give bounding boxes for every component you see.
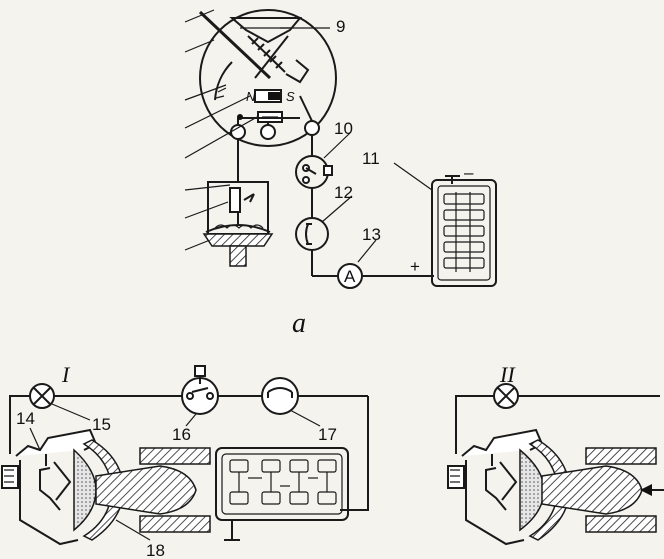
ammeter: A + 13	[337, 225, 434, 289]
label-15: 15	[92, 415, 111, 434]
subfigure-label-a: a	[292, 308, 306, 339]
label-18: 18	[146, 541, 165, 559]
label-9: 9	[336, 17, 345, 36]
label-11: 11	[362, 149, 380, 168]
circuit-two: II	[447, 362, 664, 546]
roman-label-2: II	[499, 362, 516, 387]
circuit-one: I 15 16 17 14 18	[1, 362, 369, 559]
plus-sign: +	[410, 257, 420, 276]
pressure-sensor	[202, 139, 274, 267]
pole-n-label: N	[246, 89, 256, 104]
ignition-switch: 12	[295, 183, 353, 277]
pole-s-label: S	[286, 89, 295, 104]
ammeter-symbol: A	[344, 267, 356, 286]
label-13: 13	[362, 225, 381, 244]
battery-bottom	[215, 447, 349, 521]
label-17: 17	[318, 425, 337, 444]
roman-label-1: I	[61, 362, 71, 387]
minus-sign: –	[464, 163, 474, 182]
label-14: 14	[16, 409, 35, 428]
label-10: 10	[334, 119, 353, 138]
battery-top: – 11	[362, 149, 497, 287]
label-16: 16	[172, 425, 191, 444]
label-12: 12	[334, 183, 353, 202]
